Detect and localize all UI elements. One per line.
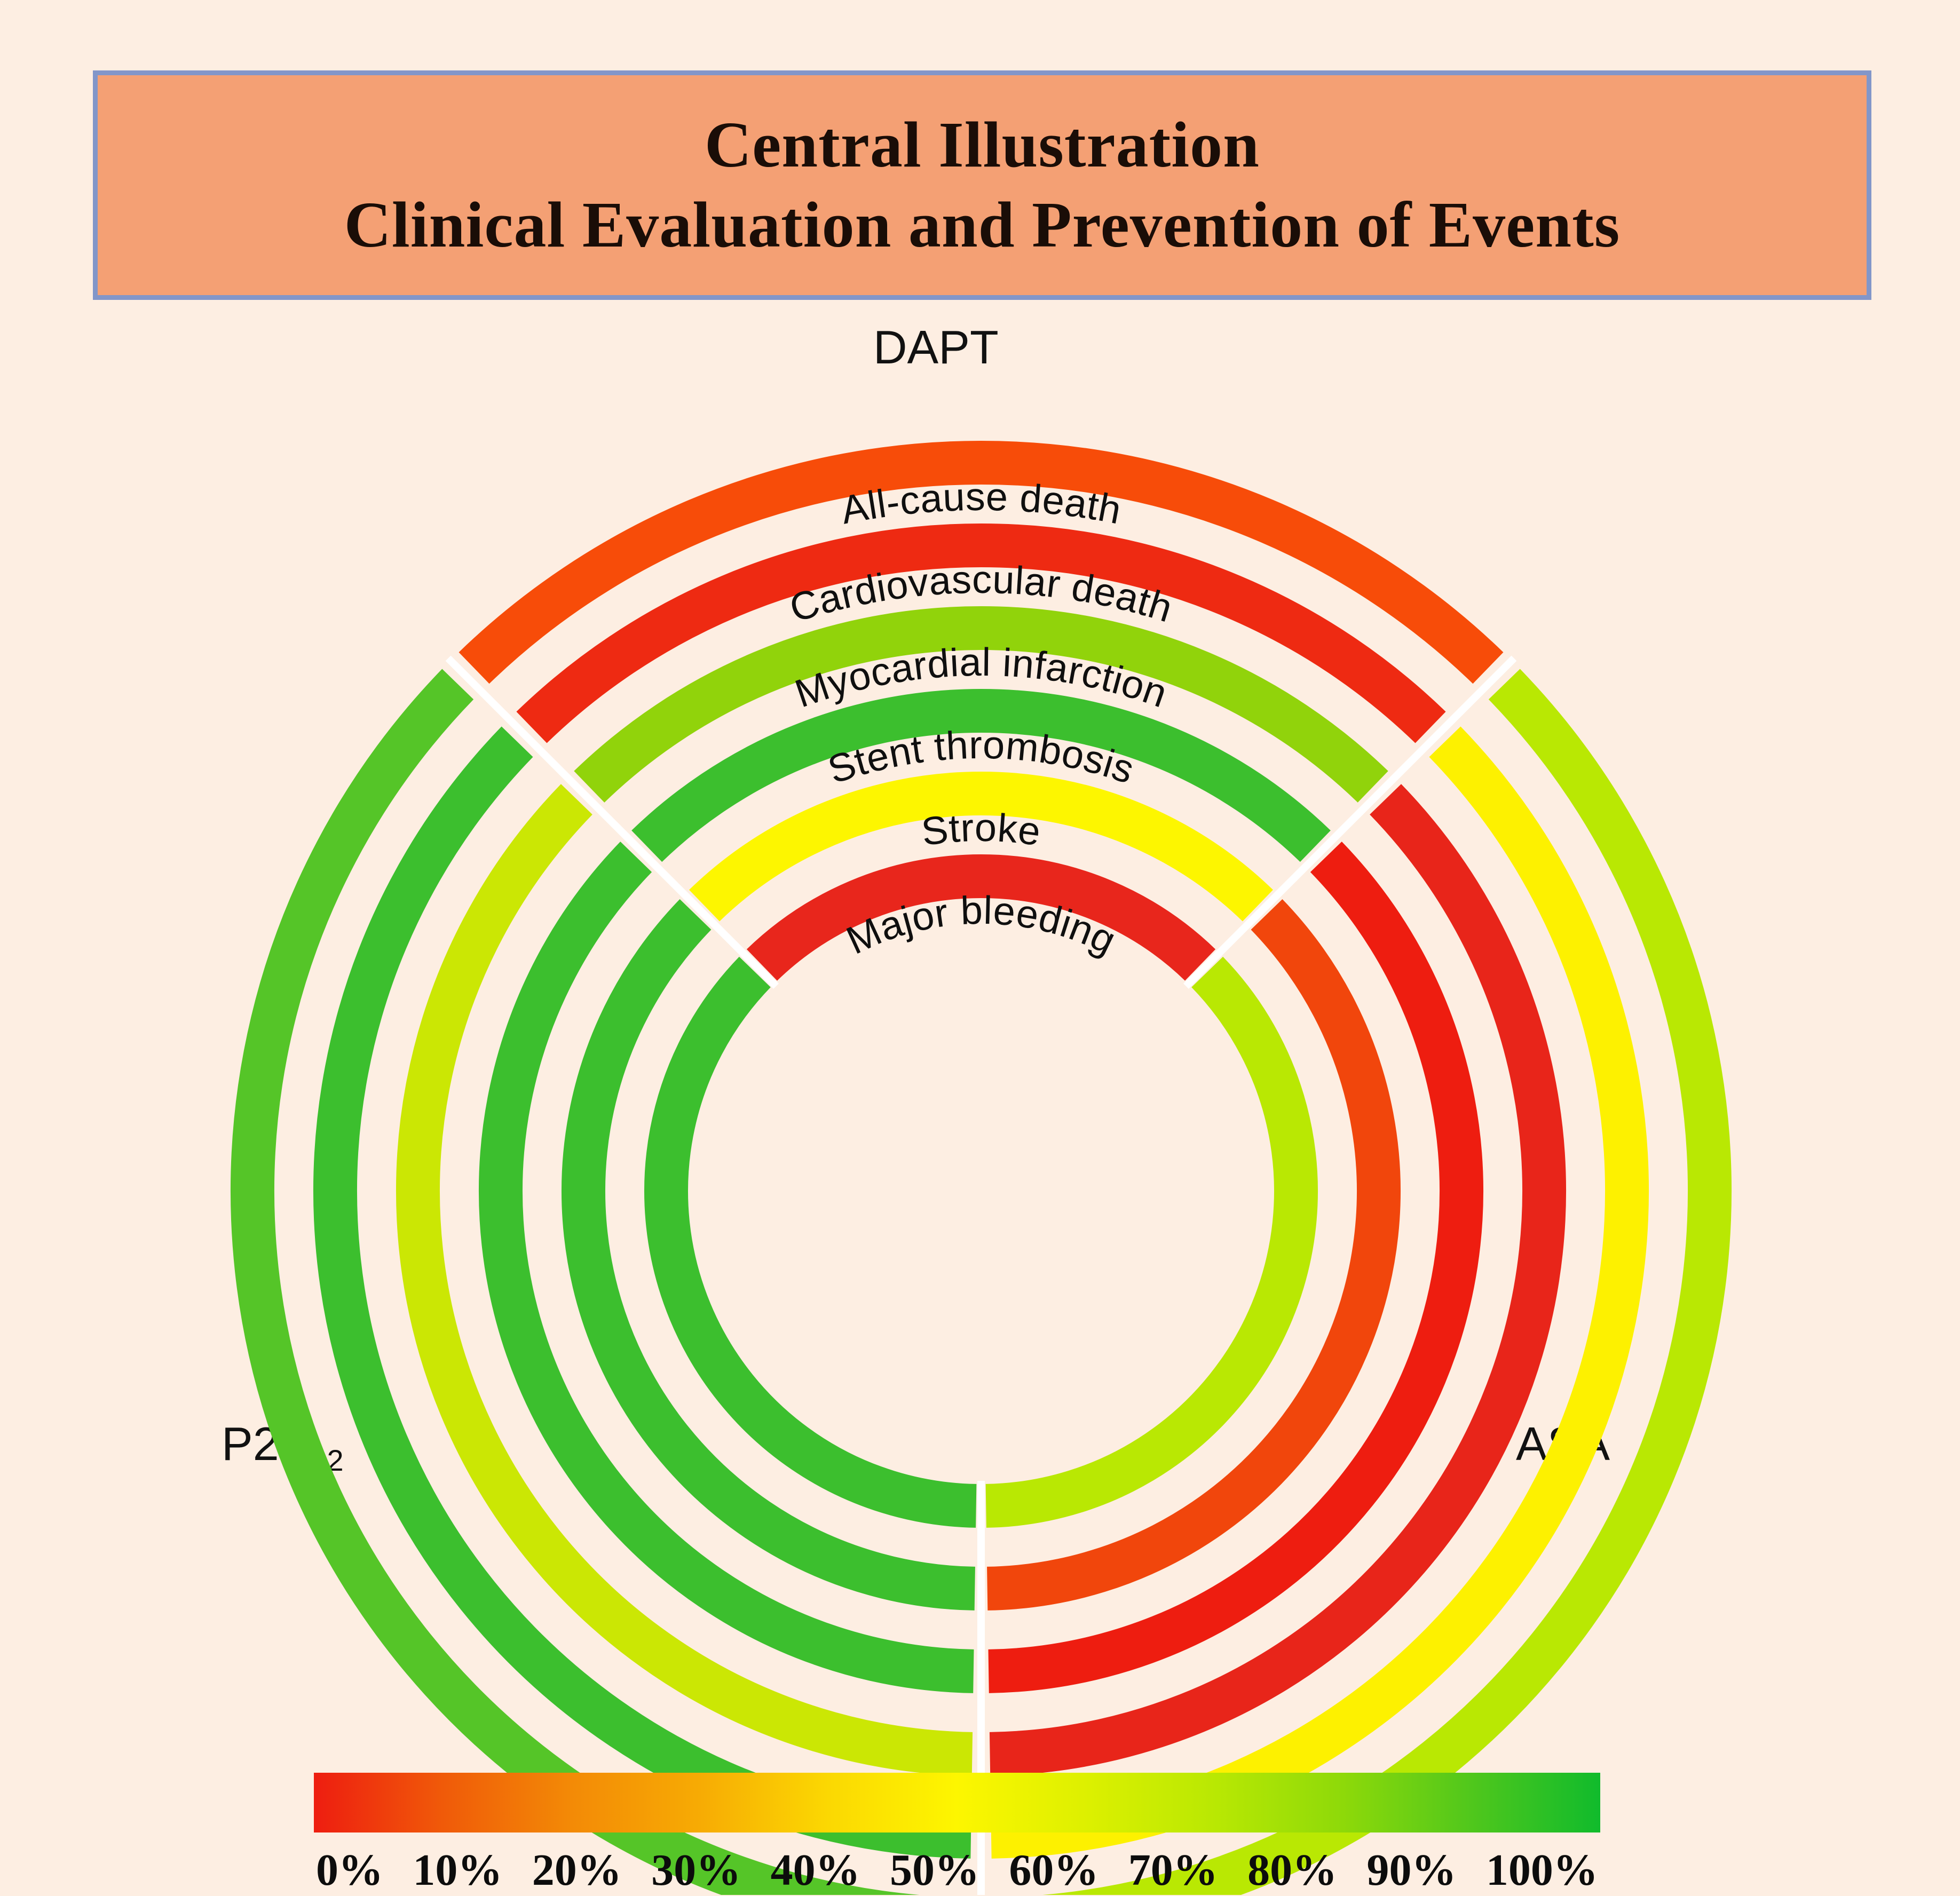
ring-segment[interactable] [396, 784, 973, 1776]
ring-segment[interactable] [231, 669, 970, 1895]
title-banner: Central Illustration Clinical Evaluation… [93, 70, 1871, 300]
ring-segment[interactable] [644, 956, 977, 1528]
colorbar-tick-labels: 0% 10% 20% 30% 40% 50% 60% 70% 80% 90% 100% [314, 1844, 1600, 1896]
ring-segment[interactable] [574, 606, 1388, 803]
ring-segment[interactable] [516, 523, 1446, 743]
colorbar-tick: 50% [889, 1845, 979, 1895]
colorbar-tick: 90% [1366, 1845, 1457, 1895]
sector-dividers [445, 655, 1517, 1895]
ring-segment[interactable] [459, 441, 1504, 684]
ring-label: Stroke [919, 805, 1043, 854]
ring-segment[interactable] [562, 899, 975, 1611]
page-title: Central Illustration [704, 108, 1260, 181]
ring-segment[interactable] [989, 784, 1566, 1776]
colorbar-tick: 20% [532, 1845, 622, 1895]
colorbar-tick: 30% [651, 1845, 741, 1895]
colorbar-tick: 40% [770, 1845, 860, 1895]
ring-segment[interactable] [479, 842, 974, 1693]
colorbar-tick: 60% [1009, 1845, 1099, 1895]
ring-segment[interactable] [985, 956, 1318, 1528]
rings-group [231, 441, 1732, 1895]
colorbar-tick: 80% [1247, 1845, 1338, 1895]
colorbar-tick: 70% [1128, 1845, 1218, 1895]
colorbar-gradient [314, 1773, 1600, 1832]
ring-segment[interactable] [746, 854, 1216, 981]
colorbar-tick: 0% [316, 1845, 383, 1895]
sector-divider-line [445, 655, 779, 989]
ring-segment[interactable] [987, 899, 1401, 1611]
ring-segment[interactable] [689, 772, 1273, 922]
sector-divider-line [1183, 655, 1517, 989]
ring-segment[interactable] [992, 669, 1732, 1895]
colorbar-tick: 10% [413, 1845, 503, 1895]
ring-segment[interactable] [988, 842, 1483, 1693]
colorbar-legend: 0% 10% 20% 30% 40% 50% 60% 70% 80% 90% 100% [314, 1773, 1600, 1895]
page-subtitle: Clinical Evaluation and Prevention of Ev… [344, 189, 1621, 261]
colorbar-tick: 100% [1485, 1845, 1598, 1895]
group-label-dapt: DAPT [873, 321, 999, 374]
ring-segment[interactable] [631, 689, 1331, 862]
